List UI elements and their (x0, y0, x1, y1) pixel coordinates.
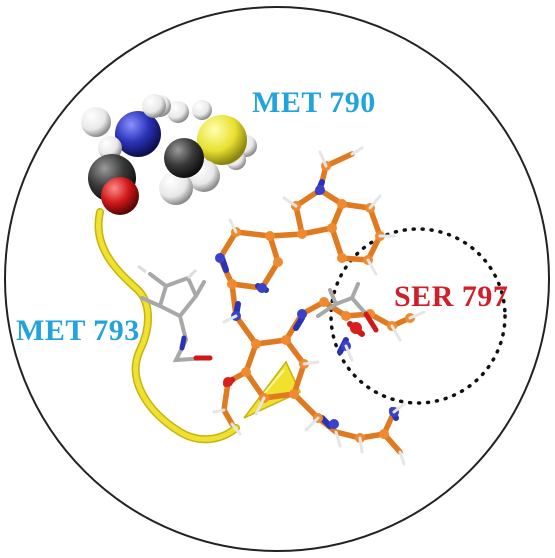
met790-label: MET 790 (252, 86, 376, 119)
ser797-hydroxyl (363, 311, 379, 333)
ligand-heteroatoms (219, 179, 399, 429)
ligand-molecule (212, 146, 426, 466)
backbone-ribbon (94, 208, 301, 444)
ligand-bonds (217, 151, 413, 455)
met793-sticks (140, 272, 210, 363)
ligand-hydrogens (212, 146, 426, 466)
ser797-sticks (316, 282, 368, 318)
circle-frame-icon (4, 6, 550, 552)
ser797-label: SER 797 (394, 280, 509, 313)
ligand-atoms (215, 161, 415, 443)
met790-spacefill (81, 94, 257, 215)
met793-atoms (137, 264, 213, 361)
dotted-circle-highlight-icon (329, 227, 507, 405)
met793-label: MET 793 (16, 314, 140, 347)
